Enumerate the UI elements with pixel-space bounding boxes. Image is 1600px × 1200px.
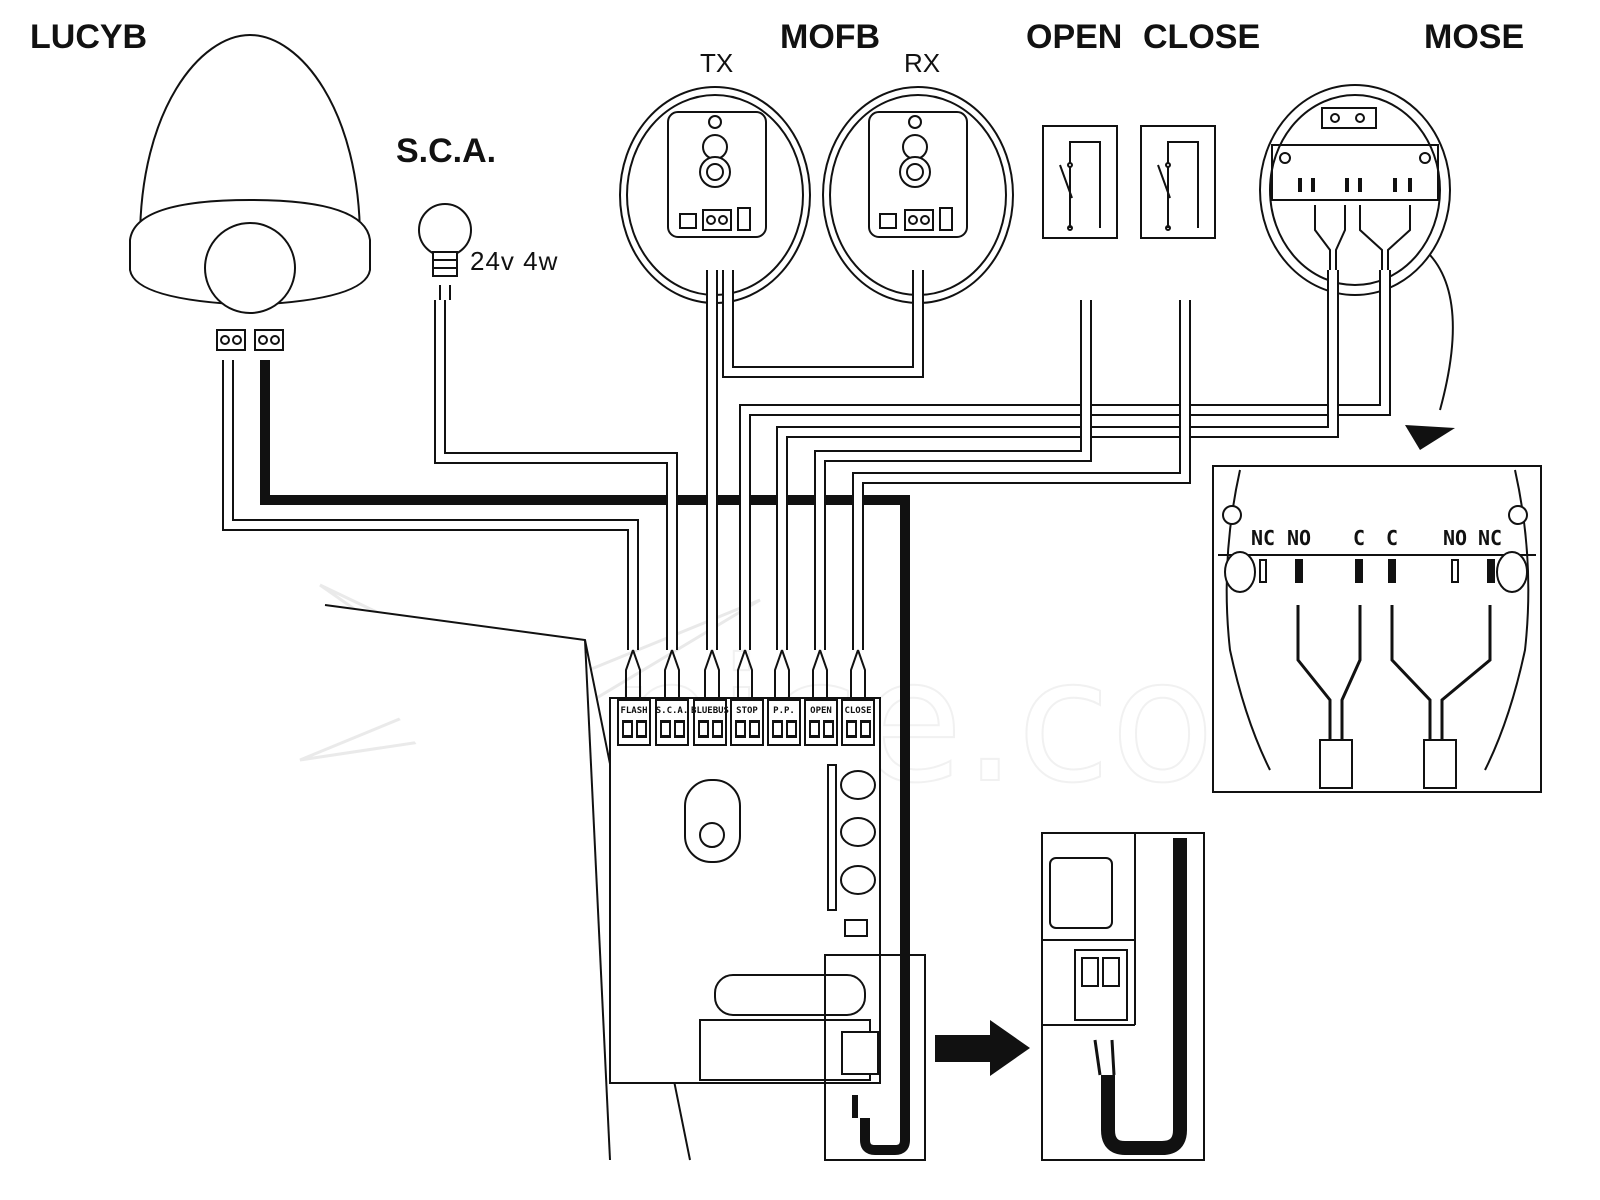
terminal-label: BLUEBUS [691,706,729,716]
terminal-close: CLOSE [841,699,875,746]
terminal-block: FLASH S.C.A.BLUEBUS STOP P.P. OPEN CLOSE [617,699,875,746]
sca-label: S.C.A. [396,132,497,170]
mofb-label: MOFB [780,18,881,56]
mose-pin-label: C [1386,526,1398,550]
close-label: CLOSE [1143,18,1261,56]
mose-detail-arrow [1405,425,1455,450]
rx-label: RX [904,48,941,78]
antenna-detail-arrow [935,1020,1030,1076]
terminal-label: S.C.A. [656,706,689,716]
terminal-label: FLASH [620,706,647,716]
close-switch [1140,125,1216,239]
terminal-label: STOP [736,706,758,716]
cable-bundle [222,270,1391,1155]
terminal-label: OPEN [810,706,832,716]
terminal-pp: P.P. [767,699,801,746]
tx-label: TX [700,48,734,78]
mofb-rx-photocell [822,86,1014,304]
open-label: OPEN [1026,18,1123,56]
terminal-flash: FLASH [617,699,651,746]
mose-key-selector [1259,84,1454,411]
mose-detail-panel [1212,465,1542,793]
terminal-open: OPEN [804,699,838,746]
antenna-detail-panel [1041,832,1205,1161]
mose-pin-label: NO [1443,526,1467,550]
sca-bulb-icon [418,203,472,300]
mose-pin-label: NC [1478,526,1502,550]
mose-pin-label: NC [1251,526,1275,550]
terminal-wire-ends [625,649,866,700]
mose-pin-label: NO [1287,526,1311,550]
terminal-bluebus: BLUEBUS [691,699,729,746]
mose-pin-label: C [1353,526,1365,550]
mose-label: MOSE [1424,18,1525,56]
lucyb-label: LUCYB [30,18,148,56]
terminal-sca: S.C.A. [655,699,689,746]
terminal-label: CLOSE [844,706,871,716]
sca-rating-label: 24v 4w [470,246,559,276]
terminal-label: P.P. [773,706,795,716]
open-switch [1042,125,1118,239]
terminal-stop: STOP [730,699,764,746]
lucyb-flashing-light [129,33,371,351]
control-unit [324,604,926,1161]
